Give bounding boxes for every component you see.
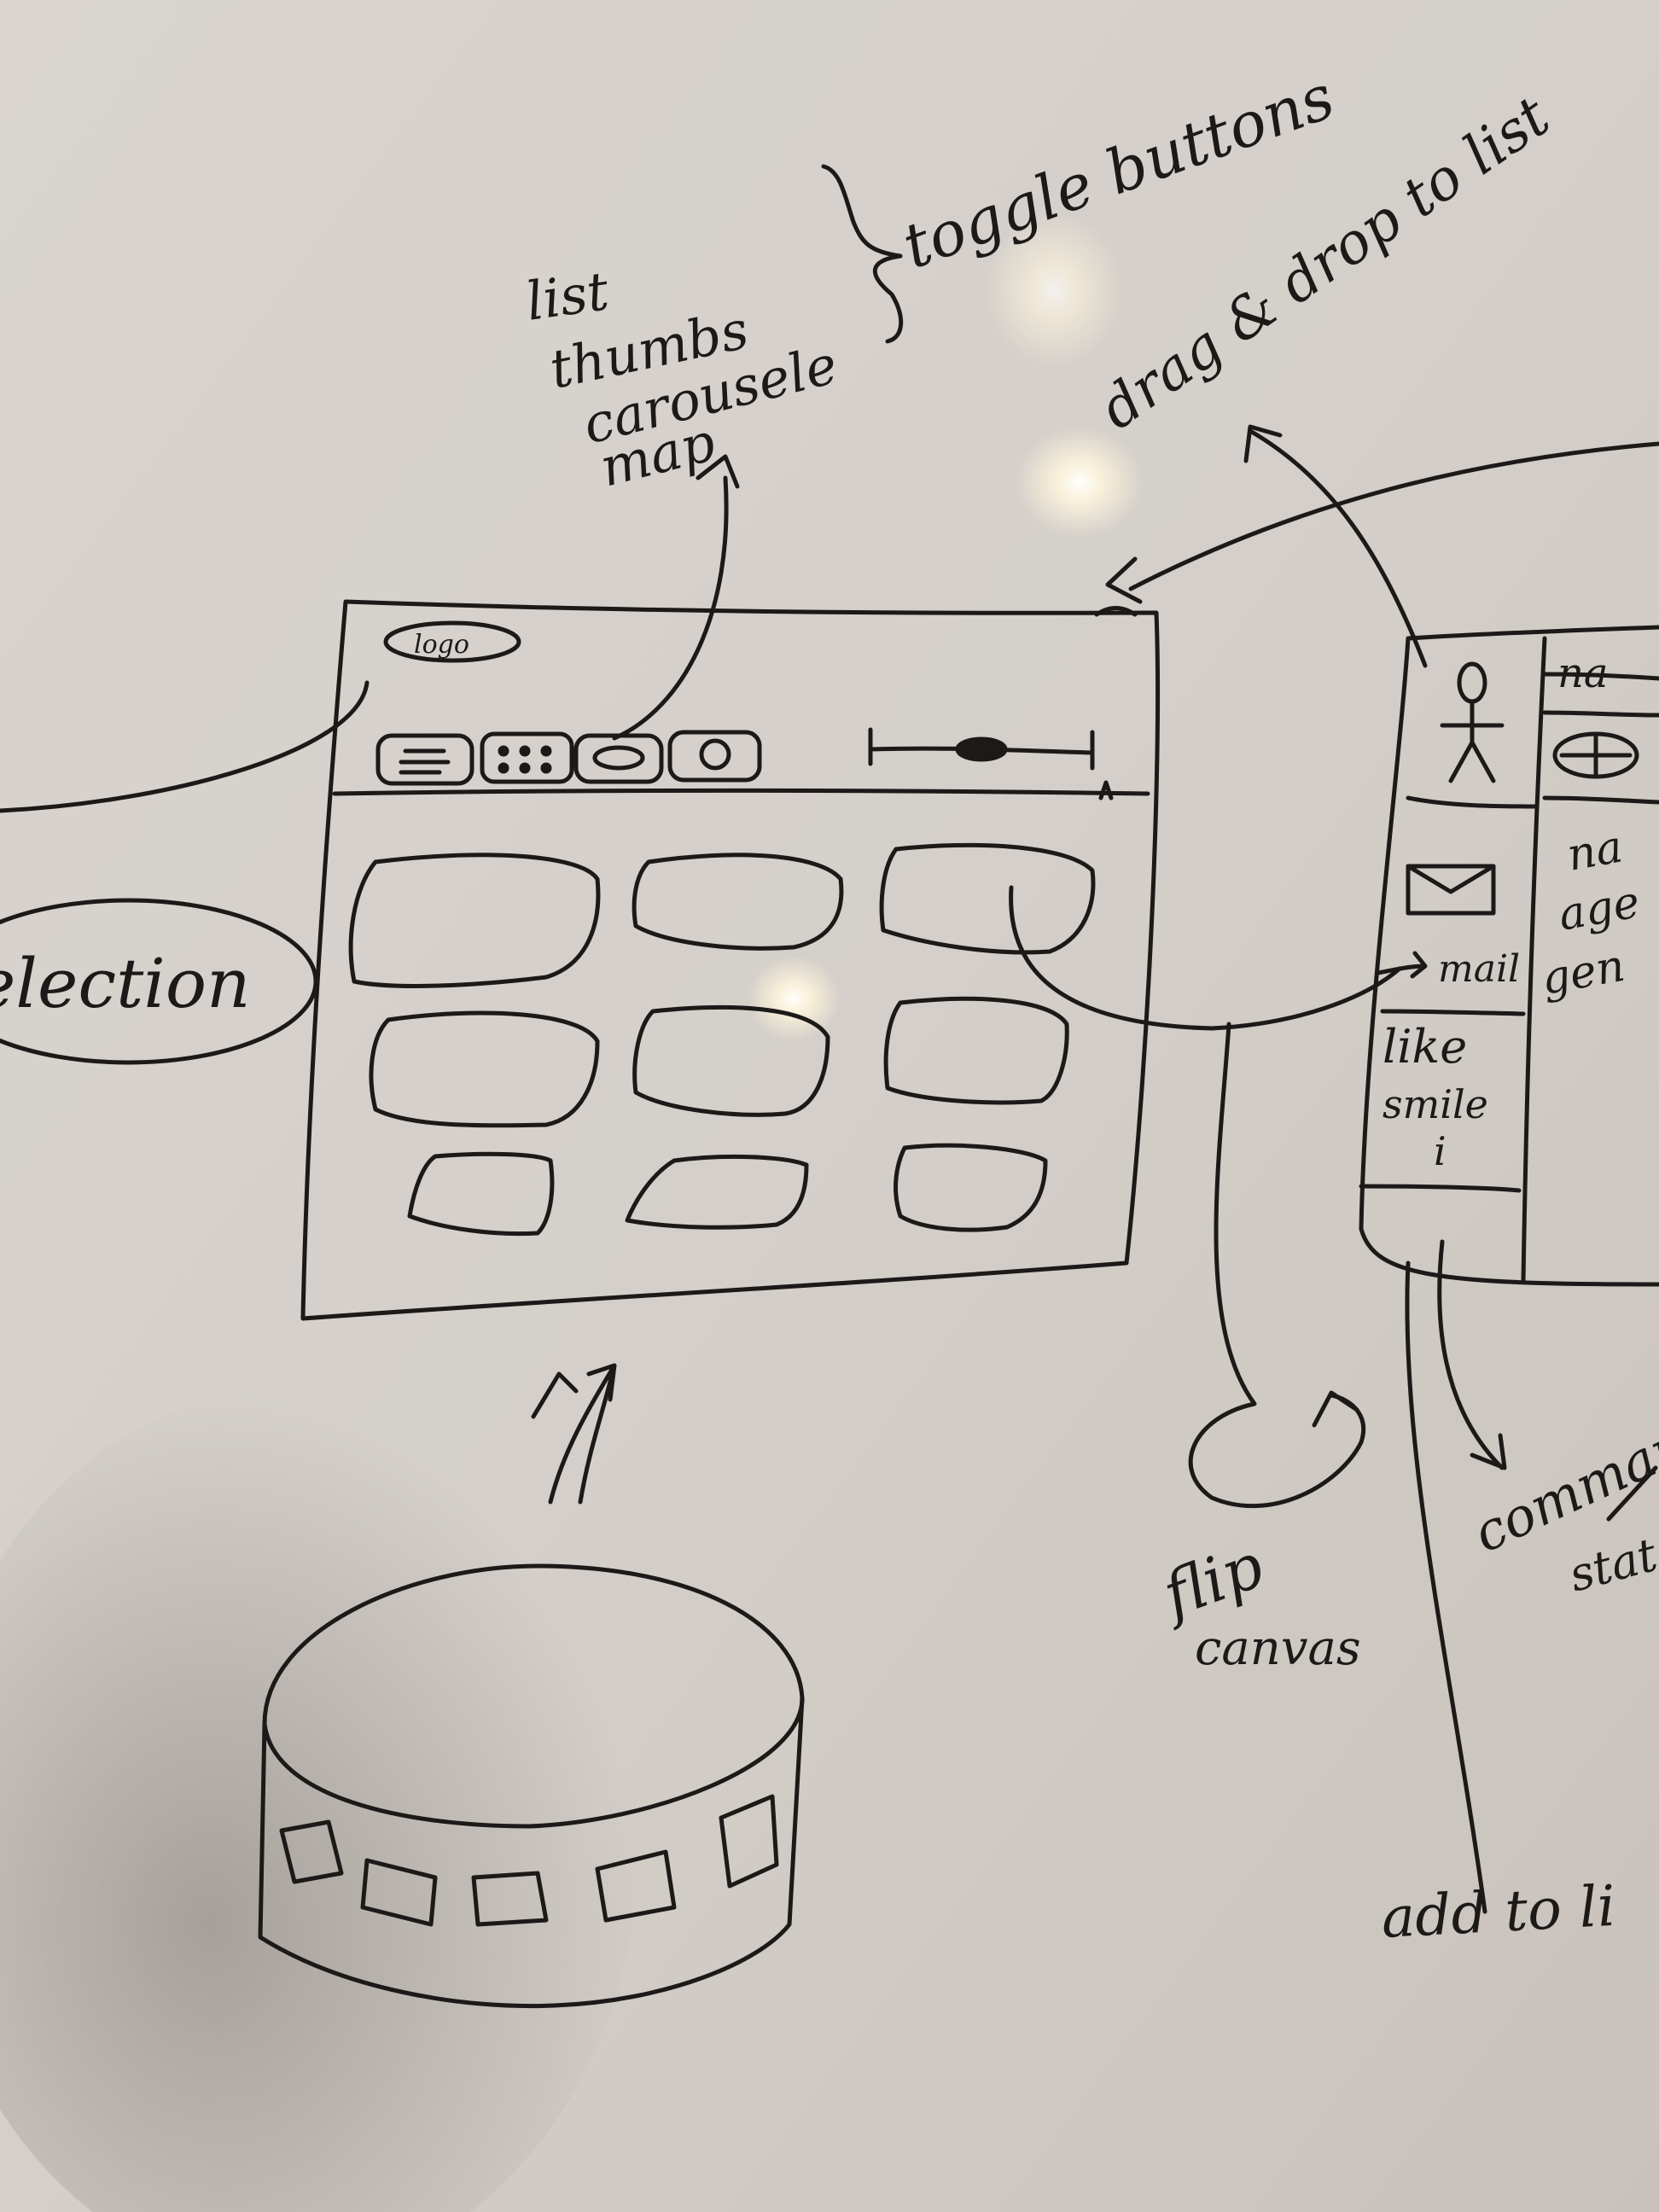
arrow-add-to-list [1405,1260,1487,1914]
arrow-database-up [531,1363,617,1505]
arrow-thumbnail-to-mail [1009,885,1402,1031]
logo-oval [383,620,521,663]
brace-toggle [821,164,904,344]
logo-text: logo [414,630,469,660]
map-view-icon [667,730,762,783]
detail-info-name: na [1563,822,1627,882]
detail-header-label: na [1557,649,1609,697]
selection-oval [0,898,318,1065]
detail-panel-divider-v [1521,636,1547,1283]
zoom-slider-knob [955,736,1008,762]
carousel-cylinder-icon [258,1563,805,2009]
action-smile: smile [1382,1081,1488,1127]
main-window-frame [300,599,1161,1321]
action-info: i [1434,1128,1447,1174]
glare-top [986,213,1122,367]
arrow-drag-drop [1248,428,1428,668]
label-add-to-list: add to li [1380,1873,1617,1951]
shadow [0,1391,640,2212]
connector-selection [0,680,370,813]
envelope-icon [1406,864,1496,916]
action-like: like [1382,1020,1467,1074]
label-selection: selection [0,944,251,1023]
thumbnail-grid [348,842,1096,1237]
label-canvas: canvas [1195,1621,1361,1676]
arrow-command [1437,1239,1505,1470]
glare-mid [1016,427,1144,538]
main-window-toolbar-divider [332,788,1150,796]
arrow-view-modes [612,475,729,741]
list-lines [399,748,451,775]
view-mode-list: list [522,259,613,333]
flip-canvas-arrow [1188,1022,1366,1509]
thumbs-view-icon [480,731,574,784]
arrow-from-right [1128,441,1659,591]
detail-mail-label: mail [1438,947,1520,991]
person-icon [1440,661,1505,783]
glare-center [747,956,841,1041]
detail-panel-frame [1359,625,1659,1287]
list-view-icon [375,733,474,786]
